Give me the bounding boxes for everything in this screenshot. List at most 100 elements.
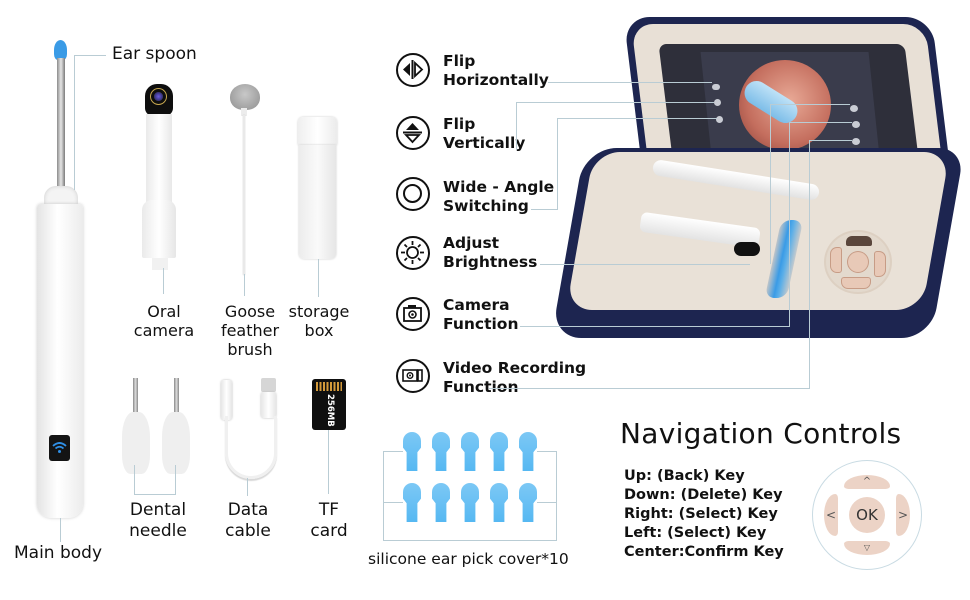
covers-bracket-bottom [383, 540, 557, 541]
nav-key-center: Center:Confirm Key [624, 544, 784, 560]
leader-video-h2 [809, 140, 852, 141]
dpad-diagram: ^ ▽ < > OK [812, 460, 922, 570]
tf-card-leader [328, 430, 329, 494]
feature-camera: Camera Function [443, 296, 519, 333]
case-dpad-ok [848, 252, 868, 272]
tf-card-contacts [316, 382, 342, 391]
feature-flip-vertical: Flip Vertically [443, 115, 526, 152]
silicone-cover [490, 483, 508, 522]
silicone-cover [403, 483, 421, 522]
nav-key-down: Down: (Delete) Key [624, 487, 783, 503]
data-cable-leader [247, 478, 248, 496]
silicone-cover [490, 432, 508, 471]
wifi-icon [52, 442, 67, 453]
flip-vertical-icon [396, 116, 430, 150]
feather-brush-leader [244, 274, 245, 296]
nav-key-right: Right: (Select) Key [624, 506, 778, 522]
storage-box-label: storage box [288, 302, 350, 340]
triangle-down-icon: ▽ [863, 543, 871, 552]
dpad-left-button[interactable]: < [824, 494, 838, 536]
silicone-covers [403, 432, 539, 532]
leader-video-h [489, 388, 810, 389]
silicone-cover [432, 432, 450, 471]
ear-spoon-leader-h [74, 55, 106, 56]
screen-icon [712, 84, 720, 90]
main-body-label: Main body [14, 543, 103, 563]
screen-icon [852, 138, 860, 145]
dpad-down-button[interactable]: ▽ [844, 541, 890, 555]
feature-wide-angle: Wide - Angle Switching [443, 178, 555, 215]
covers-bracket-left [383, 451, 384, 541]
feature-video: Video Recording Function [443, 359, 587, 396]
leader-camera-h2 [789, 122, 852, 123]
data-cable-label: Data cable [225, 500, 271, 541]
flip-horizontal-icon [396, 53, 430, 87]
silicone-cover [461, 483, 479, 522]
navigation-title: Navigation Controls [620, 417, 902, 450]
camera-lens [154, 92, 163, 101]
silicone-cover [461, 432, 479, 471]
covers-bracket-lt [383, 451, 403, 452]
screen-icon [716, 116, 723, 123]
dental-needle-leader-r [175, 465, 176, 495]
case-dpad-left [831, 248, 841, 272]
case-dpad-right [875, 252, 885, 276]
navigation-key-list: Up: (Back) Key Down: (Delete) Key Right:… [624, 467, 784, 562]
leader-video-v [809, 140, 810, 389]
leader-bright-h2 [770, 104, 850, 105]
wide-angle-icon [396, 177, 430, 211]
screen-icon [852, 121, 860, 128]
tf-card-illustration: 256MB [312, 379, 346, 430]
oral-camera-label: Oral camera [133, 302, 195, 340]
covers-bracket-rt [537, 451, 557, 452]
leader-flip-v-vert [516, 102, 517, 150]
dental-needle-label: Dental needle [129, 500, 187, 541]
feature-brightness: Adjust Brightness [443, 234, 538, 271]
leader-flip-h [548, 82, 712, 83]
leader-wide-h2 [531, 209, 558, 210]
video-icon [396, 359, 430, 393]
chevron-up-icon: ^ [862, 476, 872, 487]
storage-box-leader [318, 259, 319, 297]
leader-wide-vert [557, 118, 558, 210]
tf-card-capacity: 256MB [325, 394, 335, 427]
feature-flip-horizontal: Flip Horizontally [443, 52, 549, 89]
main-body-leader [60, 518, 61, 542]
body-collar [44, 186, 78, 206]
screen-icon [714, 99, 721, 106]
screen-icon [850, 105, 858, 112]
dpad-ok-button[interactable]: OK [849, 497, 885, 533]
silicone-cover [432, 483, 450, 522]
nav-key-left: Left: (Select) Key [624, 525, 767, 541]
body-handle [37, 204, 83, 518]
dental-needle-leader-h [134, 494, 176, 495]
chevron-right-icon: > [897, 508, 909, 522]
silicone-cover [519, 483, 537, 522]
silicone-cover [519, 432, 537, 471]
stored-camera-head [734, 242, 760, 256]
steel-rod [57, 58, 65, 188]
case-dpad-up [846, 236, 872, 246]
covers-bracket-right [556, 451, 557, 541]
silicone-cover [403, 432, 421, 471]
leader-camera-h [520, 326, 790, 327]
oral-camera-leader [163, 268, 164, 294]
tf-card-label: TF card [310, 500, 348, 541]
covers-bracket-rm [537, 502, 557, 503]
feather-brush-label: Goose feather brush [220, 302, 280, 359]
covers-bracket-lm [383, 502, 403, 503]
ear-spoon-label: Ear spoon [112, 44, 197, 64]
dpad-right-button[interactable]: > [896, 494, 910, 536]
brightness-icon [396, 236, 430, 270]
dpad-up-button[interactable]: ^ [844, 475, 890, 489]
silicone-cover-label: silicone ear pick cover*10 [368, 550, 569, 568]
leader-bright-h [540, 264, 750, 265]
chevron-left-icon: < [825, 508, 837, 522]
leader-flip-v-h [516, 102, 714, 103]
leader-bright-v [770, 104, 771, 264]
ear-spoon-tip [54, 40, 67, 60]
case-dpad-down [842, 278, 870, 288]
leader-wide-h [557, 118, 717, 119]
leader-camera-v [789, 122, 790, 327]
wifi-badge [49, 435, 70, 461]
